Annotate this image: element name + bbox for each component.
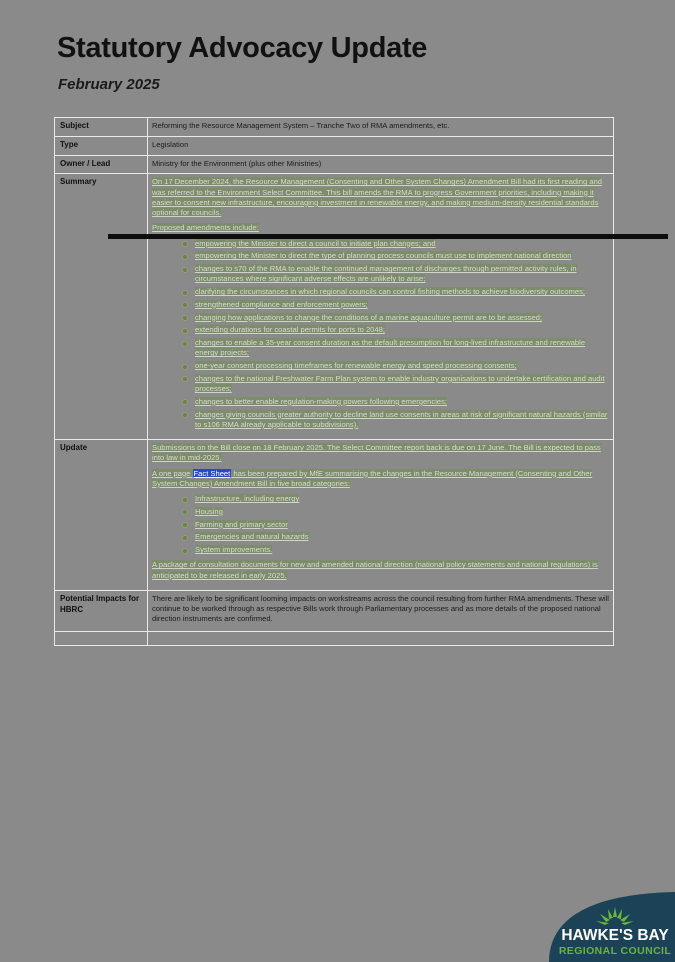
logo-line1: HAWKE'S BAY	[561, 927, 669, 944]
list-item: System improvements.	[182, 545, 609, 555]
list-item: one-year consent processing timeframes f…	[182, 361, 609, 371]
update-paragraph-3: A package of consultation documents for …	[152, 560, 598, 580]
row-value-impacts: There are likely to be significant loomi…	[147, 589, 614, 632]
spacer-cell-left	[54, 630, 148, 646]
row-value-subject: Reforming the Resource Management System…	[147, 117, 614, 137]
row-value-update: Submissions on the Bill close on 18 Febr…	[147, 439, 614, 591]
spacer-cell-right	[147, 630, 614, 646]
fern-icon	[596, 907, 634, 925]
row-value-owner: Ministry for the Environment (plus other…	[147, 154, 614, 175]
list-item: Infrastructure, including energy	[182, 494, 609, 504]
hbrc-logo: HAWKE'S BAY REGIONAL COUNCIL	[529, 892, 675, 962]
table-row-impacts: Potential Impacts for HBRC There are lik…	[54, 589, 614, 632]
summary-bullet-list: empowering the Minister to direct a coun…	[152, 238, 609, 431]
row-label-subject: Subject	[54, 117, 148, 137]
list-item: changes to the national Freshwater Farm …	[182, 373, 609, 395]
list-item: changes giving councils greater authorit…	[182, 409, 609, 431]
table-row-subject: Subject Reforming the Resource Managemen…	[54, 117, 614, 137]
list-item: changes to enable a 35-year consent dura…	[182, 338, 609, 359]
list-item: strengthened compliance and enforcement …	[182, 299, 609, 310]
update-paragraph-2: A one page Fact Sheet has been prepared …	[152, 468, 609, 490]
list-item: extending durations for coastal permits …	[182, 325, 609, 335]
row-label-type: Type	[54, 135, 148, 156]
logo-navy-shape	[549, 892, 675, 962]
table-row-type: Type Legislation	[54, 135, 614, 156]
update-para2-before: A one page	[152, 468, 193, 478]
row-value-summary: On 17 December 2024, the Resource Manage…	[147, 173, 614, 441]
list-item: empowering the Minister to direct the ty…	[182, 251, 609, 261]
hbrc-logo-graphic: HAWKE'S BAY REGIONAL COUNCIL	[549, 892, 675, 962]
list-item: changes to better enable regulation-maki…	[182, 396, 609, 407]
fact-sheet-link[interactable]: Fact Sheet	[192, 468, 232, 478]
table-row-summary: Summary On 17 December 2024, the Resourc…	[54, 173, 614, 441]
row-label-update: Update	[54, 439, 148, 591]
row-label-summary: Summary	[54, 173, 148, 441]
row-label-impacts: Potential Impacts for HBRC	[54, 589, 148, 632]
row-value-type: Legislation	[147, 135, 614, 156]
update-paragraph-1: Submissions on the Bill close on 18 Febr…	[152, 443, 601, 463]
advocacy-table: Subject Reforming the Resource Managemen…	[54, 117, 614, 646]
impacts-paragraph: There are likely to be significant loomi…	[152, 593, 609, 624]
list-item: Farming and primary sector	[182, 519, 609, 530]
list-item: clarifying the circumstances in which re…	[182, 287, 609, 297]
page-title: Statutory Advocacy Update	[57, 32, 428, 64]
table-row-owner: Owner / Lead Ministry for the Environmen…	[54, 154, 614, 175]
table-row-spacer	[54, 630, 614, 646]
table-row-update: Update Submissions on the Bill close on …	[54, 439, 614, 591]
list-item: changing how applications to change the …	[182, 312, 609, 323]
update-para2-after: has been prepared by MfE summarising the…	[152, 468, 593, 488]
page-subtitle: February 2025	[58, 76, 160, 93]
row-label-owner: Owner / Lead	[54, 154, 148, 175]
summary-lead-in: Proposed amendments include:	[152, 223, 259, 233]
advocacy-table-wrapper: Subject Reforming the Resource Managemen…	[54, 117, 668, 646]
summary-intro-paragraph: On 17 December 2024, the Resource Manage…	[152, 177, 602, 218]
list-item: Emergencies and natural hazards	[182, 532, 609, 542]
list-item: changes to s70 of the RMA to enable the …	[182, 264, 609, 285]
list-item: empowering the Minister to direct a coun…	[182, 238, 609, 249]
list-item: Housing	[182, 506, 609, 517]
logo-line2: REGIONAL COUNCIL	[559, 945, 672, 957]
